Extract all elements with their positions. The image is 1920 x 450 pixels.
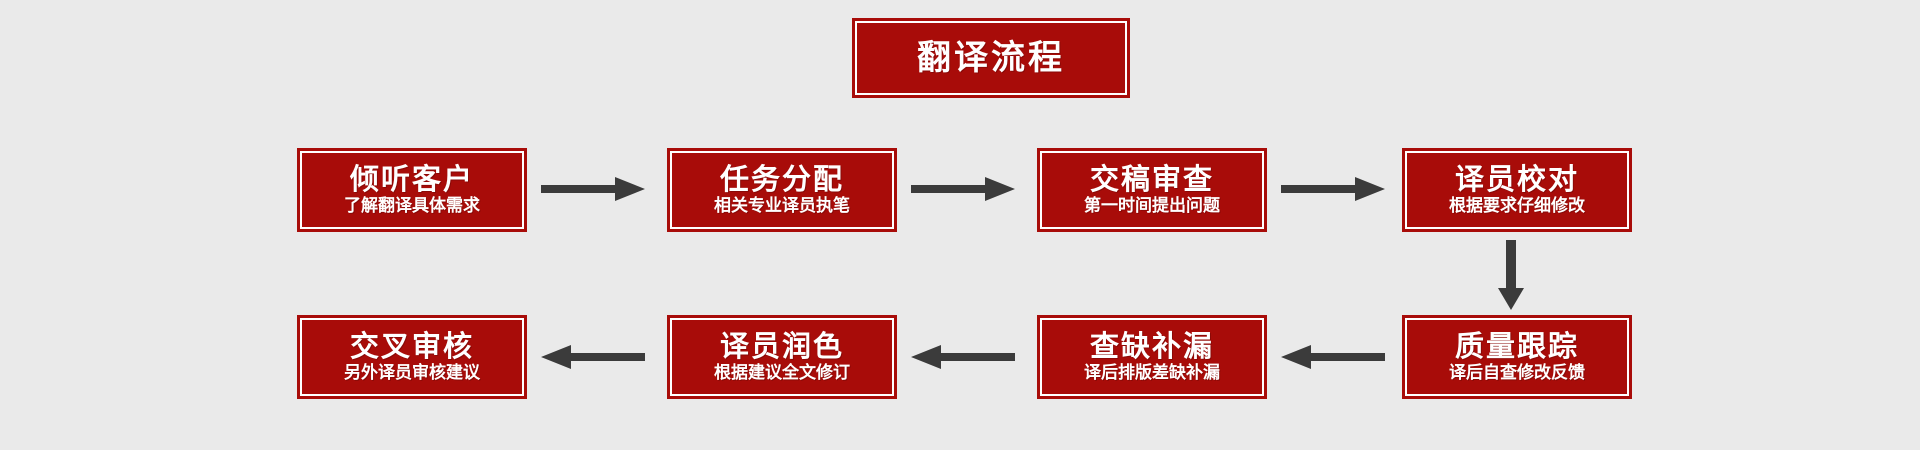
arrow-right-2-icon (909, 172, 1017, 206)
step-title-2: 任务分配 (719, 162, 844, 196)
step-inner-2: 任务分配 相关专业译员执笔 (670, 151, 894, 229)
flowchart-title-text: 翻译流程 (917, 38, 1065, 78)
step-box-cross-review[interactable]: 交叉审核 另外译员审核建议 (297, 315, 527, 399)
step-subtitle-4: 根据要求仔细修改 (1449, 196, 1585, 216)
arrow-left-2-icon (909, 340, 1017, 374)
step-inner-1: 倾听客户 了解翻译具体需求 (300, 151, 524, 229)
flowchart-title-inner: 翻译流程 (855, 21, 1127, 95)
step-title-5: 交叉审核 (349, 329, 474, 363)
step-title-4: 译员校对 (1454, 162, 1579, 196)
step-title-1: 倾听客户 (349, 162, 474, 196)
step-inner-5: 交叉审核 另外译员审核建议 (300, 318, 524, 396)
step-box-quality-tracking[interactable]: 质量跟踪 译后自查修改反馈 (1402, 315, 1632, 399)
step-inner-7: 查缺补漏 译后排版差缺补漏 (1040, 318, 1264, 396)
arrow-left-1-icon (539, 340, 647, 374)
step-box-listen-to-client[interactable]: 倾听客户 了解翻译具体需求 (297, 148, 527, 232)
step-subtitle-5: 另外译员审核建议 (344, 363, 480, 383)
step-title-7: 查缺补漏 (1089, 329, 1214, 363)
arrow-left-3-icon (1279, 340, 1387, 374)
step-subtitle-3: 第一时间提出问题 (1084, 196, 1220, 216)
step-box-draft-review[interactable]: 交稿审查 第一时间提出问题 (1037, 148, 1267, 232)
step-subtitle-2: 相关专业译员执笔 (714, 196, 850, 216)
step-box-gap-check[interactable]: 查缺补漏 译后排版差缺补漏 (1037, 315, 1267, 399)
step-inner-4: 译员校对 根据要求仔细修改 (1405, 151, 1629, 229)
step-box-task-assignment[interactable]: 任务分配 相关专业译员执笔 (667, 148, 897, 232)
step-inner-3: 交稿审查 第一时间提出问题 (1040, 151, 1264, 229)
arrow-right-3-icon (1279, 172, 1387, 206)
step-title-8: 质量跟踪 (1454, 329, 1579, 363)
step-subtitle-1: 了解翻译具体需求 (344, 196, 480, 216)
step-inner-6: 译员润色 根据建议全文修订 (670, 318, 894, 396)
arrow-down-1-icon (1494, 240, 1528, 312)
step-inner-8: 质量跟踪 译后自查修改反馈 (1405, 318, 1629, 396)
step-subtitle-6: 根据建议全文修订 (714, 363, 850, 383)
step-subtitle-7: 译后排版差缺补漏 (1084, 363, 1220, 383)
step-box-translator-polish[interactable]: 译员润色 根据建议全文修订 (667, 315, 897, 399)
step-box-translator-proofread[interactable]: 译员校对 根据要求仔细修改 (1402, 148, 1632, 232)
arrow-right-1-icon (539, 172, 647, 206)
step-subtitle-8: 译后自查修改反馈 (1449, 363, 1585, 383)
flowchart-title-box: 翻译流程 (852, 18, 1130, 98)
step-title-6: 译员润色 (719, 329, 844, 363)
step-title-3: 交稿审查 (1089, 162, 1214, 196)
